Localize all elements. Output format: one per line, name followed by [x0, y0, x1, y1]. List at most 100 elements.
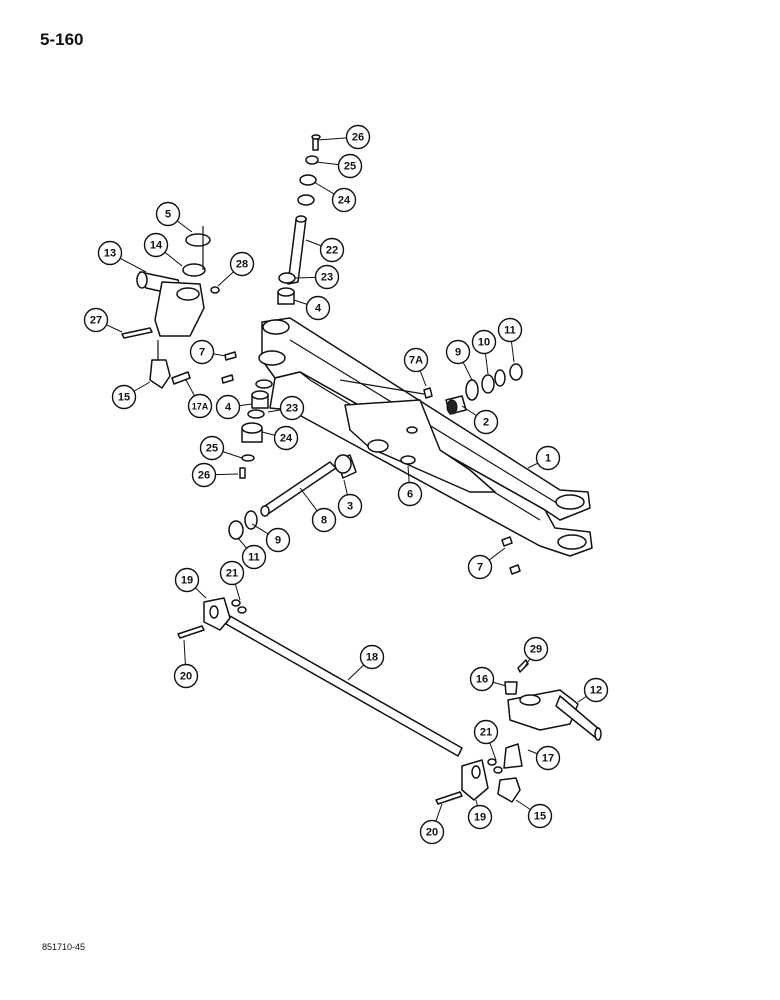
callout-circle: [467, 804, 493, 830]
callout-leader: [492, 681, 507, 687]
callout-label: 6: [407, 489, 413, 501]
callout-label: 29: [530, 644, 542, 656]
callout-20: 20: [173, 639, 199, 689]
callout-label: 23: [321, 272, 333, 284]
callout-circle: [265, 527, 291, 553]
callout-circle: [535, 745, 561, 771]
callout-label: 7A: [409, 355, 423, 367]
callout-label: 14: [150, 240, 163, 252]
callout-label: 15: [118, 392, 130, 404]
callout-26: 26: [191, 462, 239, 488]
callout-leader: [294, 276, 316, 279]
callout-11: 11: [237, 537, 267, 570]
callout-leader: [237, 537, 247, 549]
callout-label: 25: [206, 443, 218, 455]
callout-circle: [469, 666, 495, 692]
callout-label: 17A: [192, 402, 209, 412]
callout-label: 15: [534, 811, 546, 823]
callout-leader: [261, 431, 275, 436]
callout-leader: [234, 583, 241, 601]
callout-leader: [407, 465, 410, 483]
callout-circle: [527, 803, 553, 829]
callout-label: 20: [180, 671, 192, 683]
callout-circle: [337, 153, 363, 179]
callout-circle: [143, 232, 169, 258]
callout-circle: [467, 554, 493, 580]
callout-leader: [293, 299, 308, 305]
callout-leader: [119, 257, 147, 273]
callout-leader: [133, 381, 151, 392]
callout-circle: [273, 425, 299, 451]
callout-leader: [510, 341, 515, 363]
callout-leader: [347, 664, 365, 681]
callout-label: 11: [504, 325, 516, 337]
callout-13: 13: [97, 240, 147, 273]
callout-23: 23: [294, 264, 340, 290]
callout-circle: [337, 493, 363, 519]
callout-circle: [191, 462, 217, 488]
callout-circle: [319, 237, 345, 263]
callout-leader: [317, 137, 347, 141]
callout-7: 7: [189, 339, 227, 365]
callout-label: 21: [480, 727, 492, 739]
callout-7a: 7A: [403, 347, 429, 387]
callout-leader: [515, 799, 531, 811]
callout-leader: [215, 473, 239, 476]
callout-circle: [311, 507, 337, 533]
callout-label: 9: [455, 347, 461, 359]
callout-label: 18: [366, 652, 378, 664]
page-number: 5-160: [40, 30, 84, 49]
callout-leader: [489, 742, 497, 761]
callout-circle: [155, 201, 181, 227]
callout-circle: [229, 251, 255, 277]
callout-label: 26: [198, 470, 210, 482]
callout-4: 4: [215, 394, 253, 420]
callout-15: 15: [111, 381, 151, 410]
lower-kingpin-stack: [239, 379, 273, 479]
callout-label: 25: [344, 161, 356, 173]
callout-leader: [305, 239, 322, 247]
callout-label: 24: [338, 195, 351, 207]
beam-right-parts: [423, 363, 523, 575]
document-code: 851710-45: [42, 942, 86, 952]
callout-label: 13: [104, 248, 116, 260]
callout-17a: 17A: [185, 379, 213, 419]
callout-leader: [176, 220, 193, 233]
callout-circle: [241, 544, 267, 570]
axle-beam: [258, 317, 593, 557]
right-steering-knuckle: [497, 659, 602, 803]
callout-label: 26: [352, 132, 364, 144]
callout-circle: [174, 567, 200, 593]
callout-label: 19: [474, 812, 486, 824]
callout-14: 14: [143, 232, 183, 267]
callout-circle: [215, 394, 241, 420]
callout-circle: [471, 329, 497, 355]
callout-circle: [445, 339, 471, 365]
callout-circle: [111, 384, 137, 410]
callout-label: 17: [542, 753, 554, 765]
callout-circle: [397, 481, 423, 507]
callout-leader: [435, 803, 443, 822]
callout-label: 27: [90, 315, 102, 327]
callout-leader: [239, 403, 253, 407]
callout-21: 21: [219, 560, 245, 601]
callout-4: 4: [293, 295, 331, 321]
callout-label: 23: [286, 403, 298, 415]
callout-leader: [419, 370, 427, 387]
callout-circle: [473, 409, 499, 435]
callout-25: 25: [315, 153, 363, 179]
parts-drawing: [121, 134, 602, 805]
callout-circle: [535, 445, 561, 471]
callout-leader: [222, 451, 243, 459]
callout-leader: [183, 639, 186, 665]
callout-10: 10: [471, 329, 497, 375]
callout-23: 23: [267, 395, 305, 421]
callout-9: 9: [251, 523, 291, 553]
callout-leader: [523, 658, 531, 669]
callout-25: 25: [199, 435, 243, 461]
callout-11: 11: [497, 317, 523, 363]
callout-label: 7: [477, 562, 483, 574]
callout-circle: [189, 339, 215, 365]
callout-leader: [267, 409, 281, 413]
